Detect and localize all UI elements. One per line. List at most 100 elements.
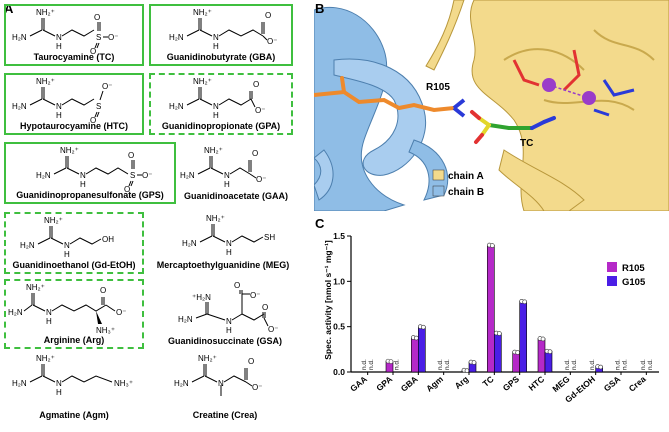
atom-o: O xyxy=(90,47,96,56)
atom-h2n: H₂N xyxy=(180,171,195,180)
replicate-point xyxy=(515,350,520,355)
hypotaurocyamine-structure: NH₂⁺ H₂N N H S O⁻ O xyxy=(12,77,112,125)
guanidinoacetate-name: Guanidinoacetate (GAA) xyxy=(183,191,288,201)
guanidinobutyrate-structure: NH₂⁺ H₂N N H O O⁻ xyxy=(169,8,277,51)
panel-c-label: C xyxy=(315,216,325,231)
atom-ominus: O⁻ xyxy=(256,175,266,184)
bar-r105 xyxy=(411,337,419,373)
atom-h2n: H₂N xyxy=(169,33,184,42)
bar-r105 xyxy=(512,351,520,373)
chain-a-legend-swatch xyxy=(432,169,445,181)
replicate-point xyxy=(547,349,553,354)
atom-h2n: H₂N xyxy=(36,171,51,180)
creatine-name: Creatine (Crea) xyxy=(192,410,258,420)
atom-nh2plus: NH₂⁺ xyxy=(193,77,212,86)
atom-nh2plus: NH₂⁺ xyxy=(36,77,55,86)
atom-h2n: H₂N xyxy=(20,241,35,250)
guanidinosuccinate-structure: O O⁻ ⁺H₂N H₂N N H O O⁻ xyxy=(178,281,278,335)
guanidinoethanol-name: Guanidinoethanol (Gd-EtOH) xyxy=(12,260,136,270)
atom-o: O xyxy=(252,149,258,158)
replicate-point xyxy=(464,368,470,373)
atom-o: O xyxy=(248,357,254,366)
guanidinoacetate-cell: NH₂⁺ H₂N N H O O⁻ Guanidinoacetate (GAA) xyxy=(176,144,296,206)
atom-n: N xyxy=(218,379,224,388)
atom-ominus: O⁻ xyxy=(255,106,265,115)
atom-h: H xyxy=(56,42,62,51)
protein-structure-render: B R105 TC chain A chain B xyxy=(314,0,669,211)
guanidinopropanesulfonate-name: Guanidinopropanesulfonate (GPS) xyxy=(16,190,164,200)
atom-nh2plus: NH₂⁺ xyxy=(204,146,223,155)
nd-label: n.d. xyxy=(615,359,622,370)
guanidinobutyrate-cell: NH₂⁺ H₂N N H O O⁻ Guanidinobutyrate (GBA… xyxy=(151,6,291,64)
y-tick-label: 1.5 xyxy=(333,231,345,241)
bar-r105 xyxy=(487,244,495,373)
nd-label: n.d. xyxy=(622,359,629,370)
tc-box xyxy=(4,4,144,66)
atom-h2n: H₂N xyxy=(8,308,23,317)
x-tick-label: TC xyxy=(481,374,496,389)
replicate-point xyxy=(522,299,527,305)
gba-box xyxy=(149,4,293,66)
y-axis-label: Spec. activity [nmol s⁻¹ mg⁻¹] xyxy=(323,240,333,360)
atom-o: O xyxy=(265,11,271,20)
atom-o: O xyxy=(94,13,100,22)
atom-o: O xyxy=(253,80,259,89)
creatine-cell: NH₂⁺ H₂N N O O⁻ Creatine (Crea) xyxy=(160,352,290,424)
legend-label-r105: R105 xyxy=(622,263,645,274)
atom-nh3plus: NH₃⁺ xyxy=(114,379,133,388)
atom-n: N xyxy=(56,102,62,111)
guanidinoethanol-cell: NH₂⁺ H₂N N H OH Guanidinoethanol (Gd-EtO… xyxy=(6,214,142,272)
atom-s: S xyxy=(96,33,101,42)
atom-o: O xyxy=(100,286,106,295)
replicate-point xyxy=(497,331,502,336)
atom-h: H xyxy=(226,248,232,257)
atom-o: O xyxy=(234,281,240,290)
x-tick-label: Agm xyxy=(424,374,445,394)
x-tick-label: Crea xyxy=(627,374,648,394)
atom-h: H xyxy=(224,180,230,189)
atom-h: H xyxy=(226,326,232,335)
atom-nh2plus: NH₂⁺ xyxy=(193,8,212,17)
x-tick-label: HTC xyxy=(526,374,546,393)
guanidinobutyrate-name: Guanidinobutyrate (GBA) xyxy=(166,52,276,62)
atom-oh: OH xyxy=(102,235,114,244)
atom-h: H xyxy=(64,250,70,259)
nd-label: n.d. xyxy=(437,359,444,370)
mercaptoethylguanidine-structure: NH₂⁺ H₂N N H SH xyxy=(182,214,275,257)
arg-box xyxy=(4,279,144,349)
replicate-point xyxy=(540,336,546,342)
bar-g105 xyxy=(494,332,502,373)
legend-swatch-g105 xyxy=(607,276,617,286)
chain-b-ribbon xyxy=(314,6,449,211)
guanidinosuccinate-name: Guanidinosuccinate (GSA) xyxy=(167,336,282,346)
taurocyamine-structure: NH₂⁺ H₂N N H S O O O⁻ xyxy=(12,8,118,56)
atom-n: N xyxy=(64,241,70,250)
hypotaurocyamine-name: Hypotaurocyamine (HTC) xyxy=(19,121,128,131)
atom-plus-h2n: ⁺H₂N xyxy=(192,293,211,302)
agmatine-structure: NH₂⁺ H₂N N H NH₃⁺ xyxy=(12,354,133,397)
guanidinoethanol-structure: NH₂⁺ H₂N N H OH xyxy=(20,216,114,259)
atom-nh2plus: NH₂⁺ xyxy=(36,8,55,17)
creatine-structure: NH₂⁺ H₂N N O O⁻ xyxy=(174,354,262,396)
nd-label: n.d. xyxy=(368,359,375,370)
active-site-sticks xyxy=(512,49,635,117)
atom-ominus: O⁻ xyxy=(252,383,262,392)
nd-label: n.d. xyxy=(564,359,571,370)
atom-n: N xyxy=(226,317,232,326)
y-tick-label: 1.0 xyxy=(333,276,345,286)
nd-label: n.d. xyxy=(394,359,401,370)
atom-n: N xyxy=(226,239,232,248)
bar-g105 xyxy=(418,326,426,373)
taurocyamine-name: Taurocyamine (TC) xyxy=(33,52,115,62)
atom-nh3plus: NH₃⁺ xyxy=(96,326,115,335)
bar-g105 xyxy=(519,300,527,373)
x-tick-label: GPA xyxy=(374,374,394,393)
hypotaurocyamine-cell: NH₂⁺ H₂N N H S O⁻ O Hypotaurocyamine (HT… xyxy=(6,75,142,133)
atom-nh2plus: NH₂⁺ xyxy=(206,214,225,223)
gps-box xyxy=(4,142,176,204)
replicate-point xyxy=(421,324,426,330)
x-tick-label: GSA xyxy=(602,374,623,394)
gpa-box xyxy=(149,73,293,135)
